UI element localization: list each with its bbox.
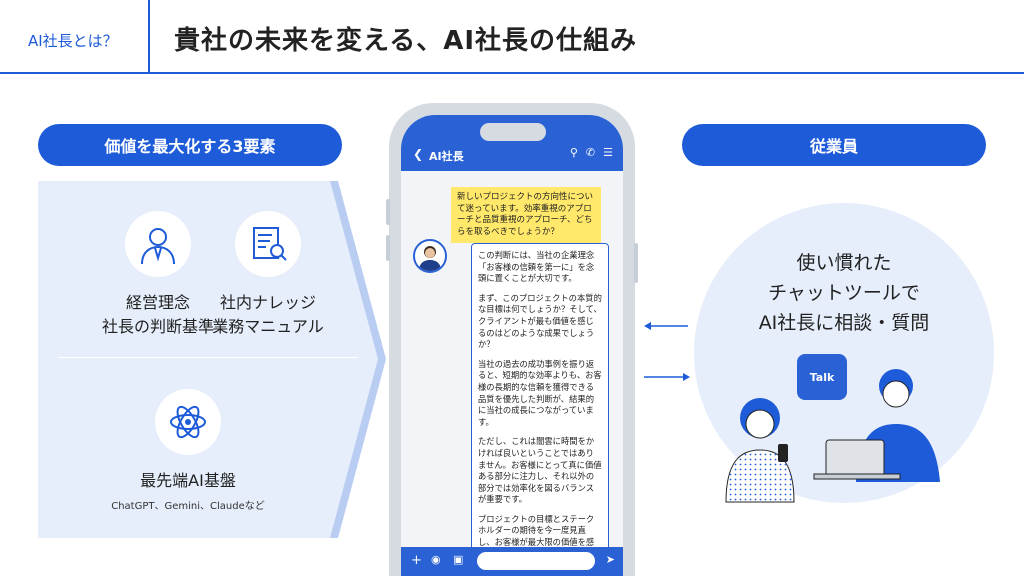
feature-ai-platform: 最先端AI基盤 ChatGPT、Gemini、Claudeなど bbox=[78, 389, 298, 512]
send-icon[interactable]: ➤ bbox=[605, 553, 615, 566]
employee-description: 使い慣れた チャットツールで AI社長に相談・質問 bbox=[758, 252, 930, 334]
page-title: 貴社の未来を変える、AI社長の仕組み bbox=[174, 26, 638, 56]
ai-paragraph: 当社の過去の成功事例を振り返ると、短期的な効率よりも、お客様の長期的な信頼を獲得… bbox=[478, 358, 602, 427]
section-tag: AI社長とは？ bbox=[28, 32, 118, 50]
chat-header-icons: ⚲ ✆ ☰ bbox=[570, 146, 613, 159]
feature-label: 経営理念 社長の判断基準 bbox=[101, 293, 214, 336]
phone-side-button bbox=[386, 199, 390, 225]
feature-sub: ChatGPT、Gemini、Claudeなど bbox=[111, 501, 265, 512]
arrow-panel-shape bbox=[38, 181, 386, 538]
image-icon[interactable]: ▣ bbox=[453, 553, 464, 566]
feature-philosophy: 経営理念 社長の判断基準 bbox=[78, 211, 238, 339]
message-input[interactable] bbox=[477, 552, 595, 570]
phone-screen: ❮ AI社長 ⚲ ✆ ☰ 新しいプロジェクトの方向性について迷っています。効率重… bbox=[401, 115, 623, 576]
phone-side-button bbox=[386, 235, 390, 261]
atom-icon bbox=[155, 389, 221, 455]
ai-paragraph: この判断には、当社の企業理念「お客様の信頼を第一に」を念頭に置くことが大切です。 bbox=[478, 250, 595, 284]
header-divider bbox=[148, 0, 150, 74]
flow-arrows bbox=[644, 322, 690, 381]
plus-icon[interactable]: + bbox=[411, 553, 422, 568]
phone-icon[interactable]: ✆ bbox=[585, 146, 596, 159]
document-search-icon bbox=[235, 211, 301, 277]
camera-icon[interactable]: ◉ bbox=[431, 553, 441, 566]
feature-knowledge: 社内ナレッジ 業務マニュアル bbox=[188, 211, 348, 339]
phone-notch bbox=[480, 123, 546, 141]
avatar bbox=[413, 239, 447, 273]
ai-paragraph: まず、このプロジェクトの本質的な目標は何でしょうか？そして、クライアントが最も価… bbox=[478, 292, 602, 350]
employees-illustration bbox=[725, 369, 940, 503]
chat-input-bar: + ◉ ▣ ➤ bbox=[401, 547, 623, 576]
elements-panel: 経営理念 社長の判断基準 社内ナレッジ 業務マニュアル 最先端AI基盤 bbox=[38, 181, 386, 538]
talk-app-icon: Talk bbox=[797, 354, 847, 400]
user-message: 新しいプロジェクトの方向性について迷っています。効率重視のアプローチと品質重視の… bbox=[451, 187, 601, 243]
businessman-icon bbox=[125, 211, 191, 277]
search-icon[interactable]: ⚲ bbox=[569, 146, 578, 159]
employee-heading: 従業員 bbox=[682, 124, 986, 166]
ai-paragraph: ただし、これは闇雲に時間をかければ良いということではありません。お客様にとって真… bbox=[478, 436, 602, 505]
menu-icon[interactable]: ☰ bbox=[603, 146, 613, 159]
header: AI社長とは？ 貴社の未来を変える、AI社長の仕組み bbox=[0, 0, 1024, 74]
ai-message: この判断には、当社の企業理念「お客様の信頼を第一に」を念頭に置くことが大切です。… bbox=[471, 243, 609, 563]
divider bbox=[58, 357, 358, 358]
feature-label: 最先端AI基盤 bbox=[140, 471, 236, 490]
back-chevron-icon[interactable]: ❮ bbox=[413, 147, 424, 161]
elements-heading: 価値を最大化する3要素 bbox=[38, 124, 342, 166]
phone-side-button bbox=[634, 243, 638, 283]
feature-label: 社内ナレッジ 業務マニュアル bbox=[212, 293, 324, 336]
phone-mockup: ❮ AI社長 ⚲ ✆ ☰ 新しいプロジェクトの方向性について迷っています。効率重… bbox=[386, 103, 638, 576]
chat-title: AI社長 bbox=[429, 150, 464, 163]
